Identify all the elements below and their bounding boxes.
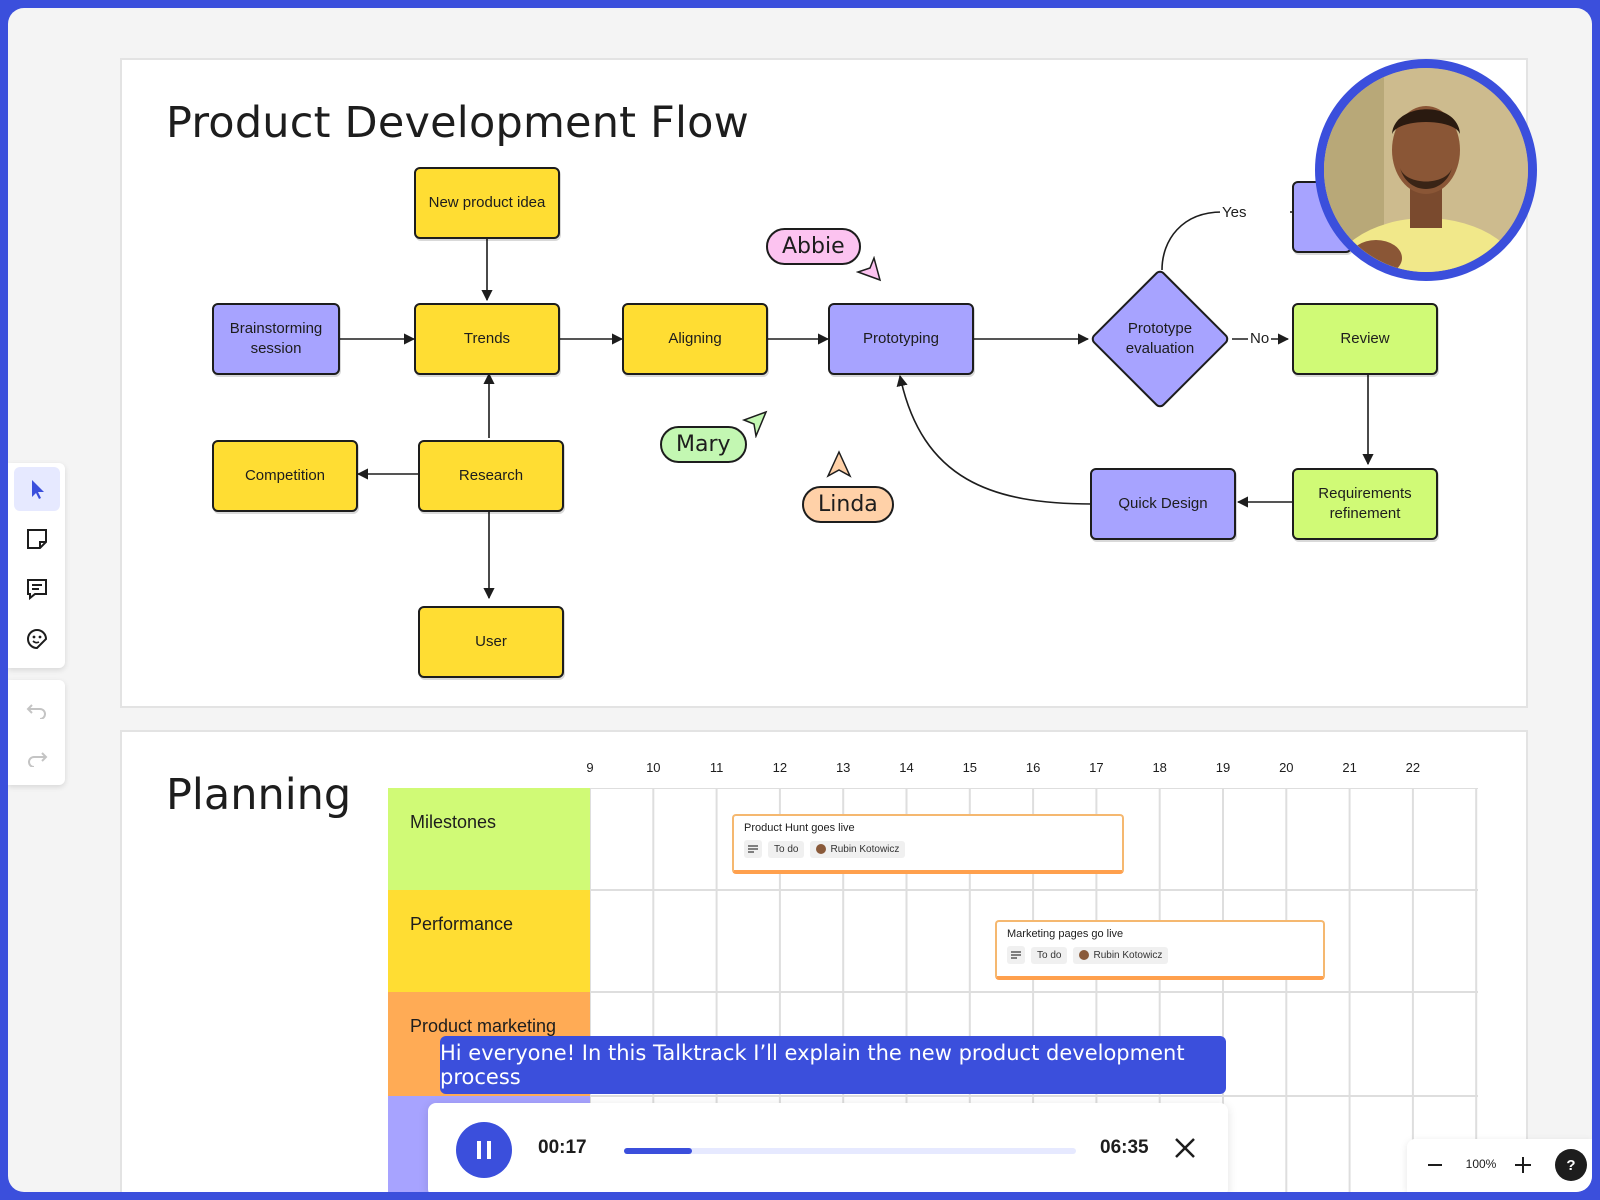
avatar [816, 844, 827, 854]
help-button[interactable]: ? [1555, 1149, 1587, 1181]
timeline-card[interactable]: Marketing pages go live To do Rubin Koto… [995, 920, 1325, 980]
plus-icon [1515, 1157, 1531, 1173]
node-label: Prototype evaluation [1125, 320, 1195, 357]
redo-icon [28, 752, 48, 767]
zoom-out-button[interactable] [1421, 1151, 1449, 1179]
undo-icon [26, 704, 46, 719]
node-user[interactable]: User [418, 606, 564, 678]
sticker-tool-button[interactable] [14, 617, 60, 661]
minus-icon [1428, 1164, 1442, 1166]
pause-icon [477, 1141, 491, 1159]
cursor-arrow-icon [826, 450, 852, 478]
frame-product-development-flow[interactable]: Product Development Flow [120, 58, 1528, 708]
zoom-controls: 100% ? [1407, 1139, 1592, 1192]
timeline-column-label: 19 [1215, 760, 1231, 775]
timeline-column-label: 10 [646, 760, 661, 775]
select-cursor-icon [32, 480, 44, 499]
talktrack-player: 00:17 06:35 [428, 1103, 1228, 1192]
edge-label-no: No [1248, 330, 1272, 347]
node-brainstorming-session[interactable]: Brainstorming session [212, 303, 340, 375]
node-trends[interactable]: Trends [414, 303, 560, 375]
node-competition[interactable]: Competition [212, 440, 358, 512]
assignee-name: Rubin Kotowicz [830, 843, 900, 855]
row-header-performance: Performance [388, 890, 590, 992]
sticky-note-tool-button[interactable] [14, 517, 60, 561]
comment-tool-button[interactable] [14, 567, 60, 611]
timeline-column-label: 9 [586, 760, 594, 775]
description-icon [744, 840, 762, 858]
redo-button[interactable] [14, 736, 60, 780]
row-header-milestones: Milestones [388, 788, 590, 890]
node-quick-design[interactable]: Quick Design [1090, 468, 1236, 540]
frame-title: Planning [166, 770, 352, 820]
status-badge[interactable]: To do [1031, 946, 1068, 964]
comment-icon [27, 579, 47, 601]
current-time: 00:17 [538, 1137, 587, 1158]
card-title: Product Hunt goes live [744, 822, 855, 834]
close-icon [1175, 1138, 1195, 1158]
assignee-chip[interactable]: Rubin Kotowicz [1073, 946, 1169, 964]
history-toolbar [8, 680, 65, 785]
select-tool-button[interactable] [14, 467, 60, 511]
timeline-column-label: 13 [835, 760, 851, 775]
collaborator-tag-abbie: Abbie [766, 228, 861, 265]
timeline-column-label: 12 [772, 760, 788, 775]
progress-scrubber[interactable] [624, 1148, 1076, 1154]
collaborator-tag-linda: Linda [802, 486, 894, 523]
close-player-button[interactable] [1170, 1133, 1200, 1163]
timeline-column-label: 11 [709, 760, 724, 775]
node-prototype-evaluation[interactable]: Prototype evaluation [1089, 268, 1231, 410]
assignee-chip[interactable]: Rubin Kotowicz [810, 840, 906, 858]
edge-label-yes: Yes [1220, 204, 1249, 221]
timeline-column-label: 17 [1089, 760, 1104, 775]
card-title: Marketing pages go live [1007, 928, 1124, 940]
sticker-icon [27, 629, 48, 650]
presenter-portrait-image [1324, 68, 1528, 272]
node-prototyping[interactable]: Prototyping [828, 303, 974, 375]
node-research[interactable]: Research [418, 440, 564, 512]
timeline-column-label: 14 [899, 760, 914, 775]
presenter-video-avatar[interactable] [1315, 59, 1537, 281]
timeline-column-label: 16 [1025, 760, 1041, 775]
status-badge[interactable]: To do [768, 840, 805, 858]
timeline-column-label: 22 [1405, 760, 1421, 775]
avatar [1079, 950, 1090, 960]
total-time: 06:35 [1100, 1137, 1149, 1158]
progress-fill [624, 1148, 692, 1154]
whiteboard-canvas[interactable]: Product Development Flow [8, 8, 1592, 1192]
timeline-column-label: 21 [1342, 760, 1357, 775]
pause-button[interactable] [456, 1122, 512, 1178]
description-icon [1007, 946, 1025, 964]
frame-title: Product Development Flow [166, 98, 750, 148]
cursor-arrow-icon [741, 410, 768, 438]
undo-button[interactable] [14, 688, 60, 732]
zoom-in-button[interactable] [1509, 1151, 1537, 1179]
node-review[interactable]: Review [1292, 303, 1438, 375]
timeline-column-label: 20 [1279, 760, 1294, 775]
node-aligning[interactable]: Aligning [622, 303, 768, 375]
collaborator-tag-mary: Mary [660, 426, 747, 463]
talktrack-caption: Hi everyone! In this Talktrack I’ll expl… [440, 1036, 1226, 1094]
cursor-arrow-icon [856, 256, 882, 282]
left-toolbar [8, 463, 65, 668]
sticky-note-icon [27, 529, 47, 549]
node-new-product-idea[interactable]: New product idea [414, 167, 560, 239]
zoom-level[interactable]: 100% [1465, 1157, 1497, 1171]
timeline-column-label: 18 [1152, 760, 1167, 775]
timeline-column-label: 15 [962, 760, 978, 775]
timeline-card[interactable]: Product Hunt goes live To do Rubin Kotow… [732, 814, 1124, 874]
node-requirements-refinement[interactable]: Requirements refinement [1292, 468, 1438, 540]
assignee-name: Rubin Kotowicz [1093, 949, 1163, 961]
